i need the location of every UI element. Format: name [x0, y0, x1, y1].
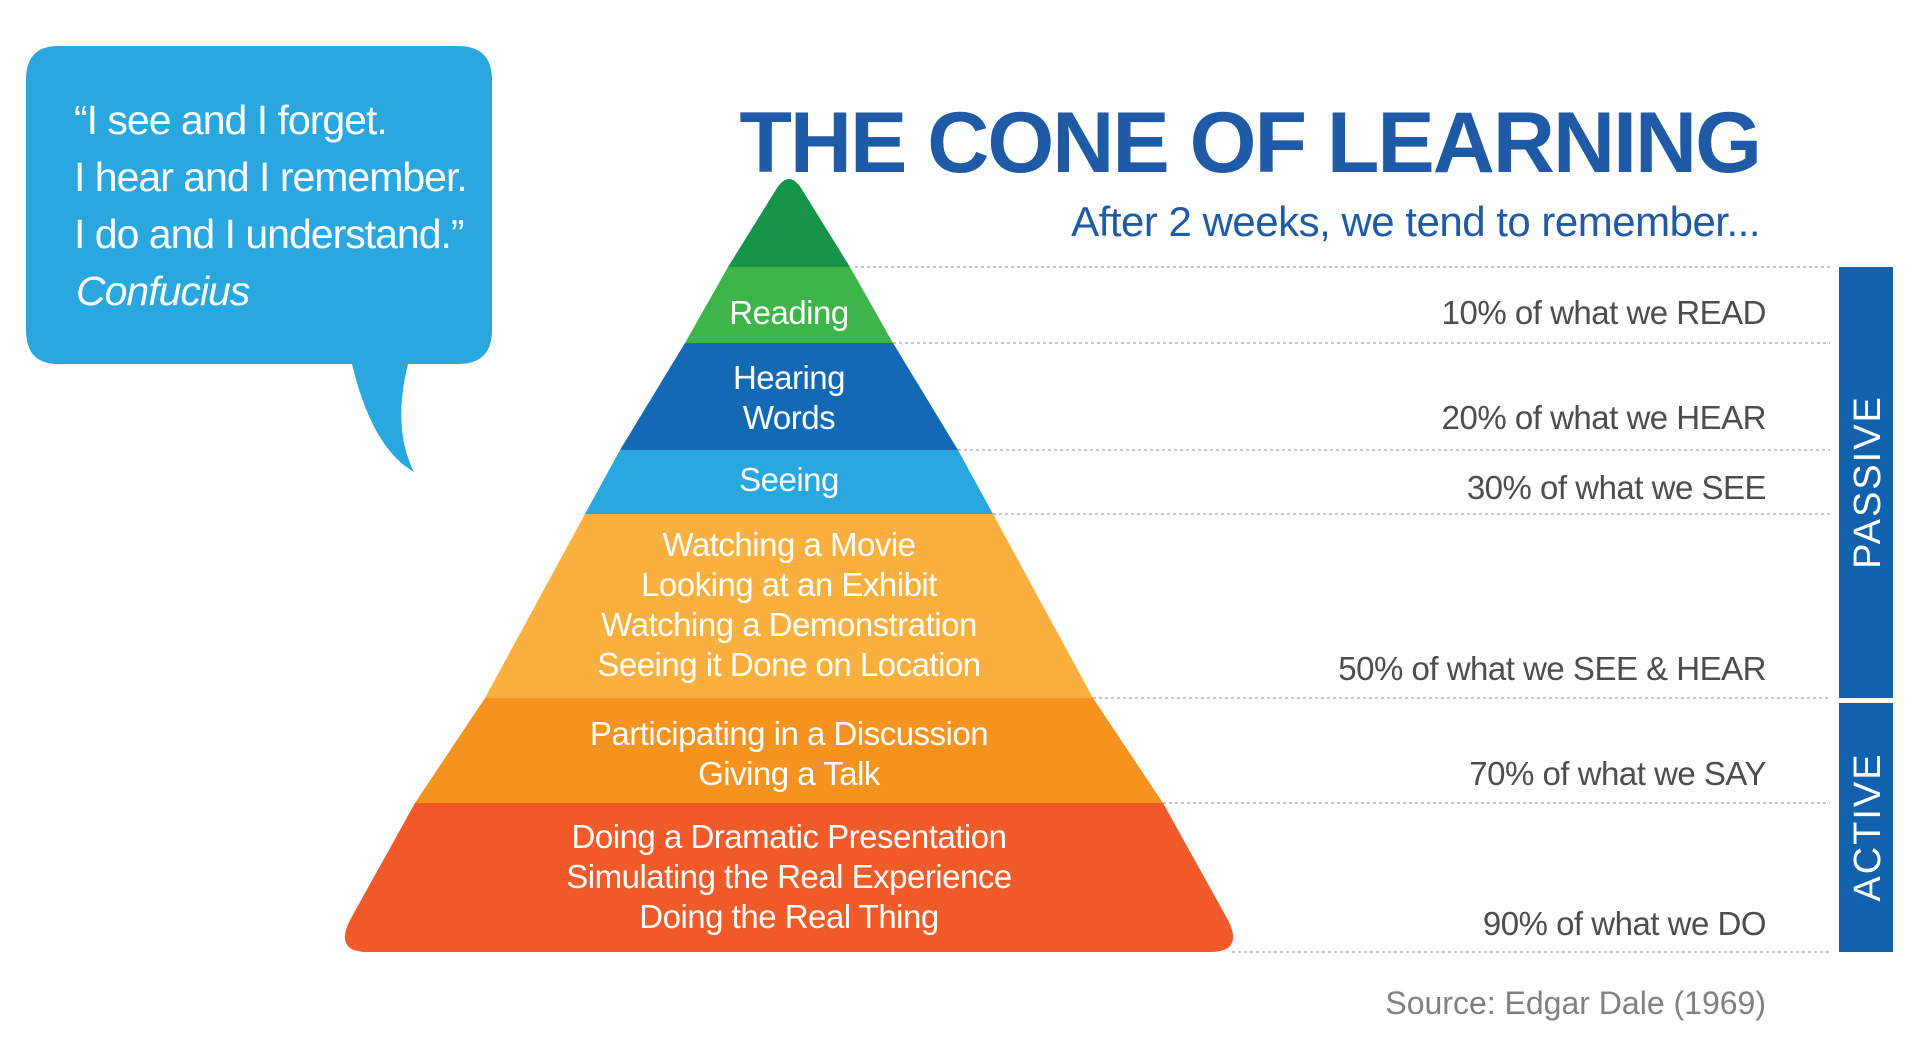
pyramid-layer-watching	[485, 514, 1093, 698]
layer-label-simulating: Simulating the Real Experience	[566, 858, 1011, 895]
pyramid-layer-top	[728, 179, 850, 267]
layer-label-dramatic-presentation: Doing a Dramatic Presentation	[572, 818, 1007, 855]
pyramid-layer-seeing	[585, 450, 993, 514]
layer-label-looking-exhibit: Looking at an Exhibit	[641, 566, 937, 603]
quote-line: I do and I understand.”	[74, 211, 464, 257]
speech-bubble-shape	[26, 46, 492, 472]
retention-labels: 10% of what we READ 20% of what we HEAR …	[1338, 294, 1767, 942]
retention-label-see-hear: 50% of what we SEE & HEAR	[1338, 650, 1766, 687]
passive-label: PASSIVE	[1847, 395, 1889, 569]
layer-label-reading: Reading	[729, 294, 848, 331]
page-title: THE CONE OF LEARNING	[739, 95, 1760, 191]
pyramid-layer-hearing-words	[620, 343, 958, 450]
quote-author: Confucius	[76, 268, 250, 314]
learning-pyramid	[344, 179, 1234, 952]
layer-label-words: Words	[743, 399, 835, 436]
learning-mode-bars: PASSIVE ACTIVE	[1839, 267, 1893, 952]
active-label: ACTIVE	[1847, 752, 1889, 901]
retention-label-read: 10% of what we READ	[1442, 294, 1766, 331]
layer-labels: Reading Hearing Words Seeing Watching a …	[566, 294, 1012, 935]
layer-label-real-thing: Doing the Real Thing	[639, 898, 938, 935]
layer-label-participating: Participating in a Discussion	[590, 715, 988, 752]
guide-lines	[855, 266, 1830, 953]
layer-label-seeing-done: Seeing it Done on Location	[597, 646, 980, 683]
page-subtitle: After 2 weeks, we tend to remember...	[1071, 198, 1760, 245]
retention-label-hear: 20% of what we HEAR	[1442, 399, 1766, 436]
pyramid-layer-participating	[415, 698, 1163, 803]
retention-label-say: 70% of what we SAY	[1469, 755, 1766, 792]
layer-label-giving-talk: Giving a Talk	[698, 755, 881, 792]
layer-label-watching-demonstration: Watching a Demonstration	[601, 606, 977, 643]
quote-bubble: “I see and I forget. I hear and I rememb…	[26, 46, 492, 472]
layer-label-hearing: Hearing	[733, 359, 845, 396]
layer-label-seeing: Seeing	[739, 461, 839, 498]
layer-label-watching-movie: Watching a Movie	[662, 526, 915, 563]
pyramid-layer-doing	[344, 803, 1234, 952]
pyramid-layer-reading	[685, 267, 893, 343]
quote-line: I hear and I remember.	[74, 154, 467, 200]
source-credit: Source: Edgar Dale (1969)	[1385, 985, 1766, 1021]
retention-label-do: 90% of what we DO	[1483, 905, 1766, 942]
retention-label-see: 30% of what we SEE	[1467, 469, 1766, 506]
passive-bar	[1839, 267, 1893, 698]
active-bar	[1839, 703, 1893, 952]
quote-line: “I see and I forget.	[74, 97, 387, 143]
